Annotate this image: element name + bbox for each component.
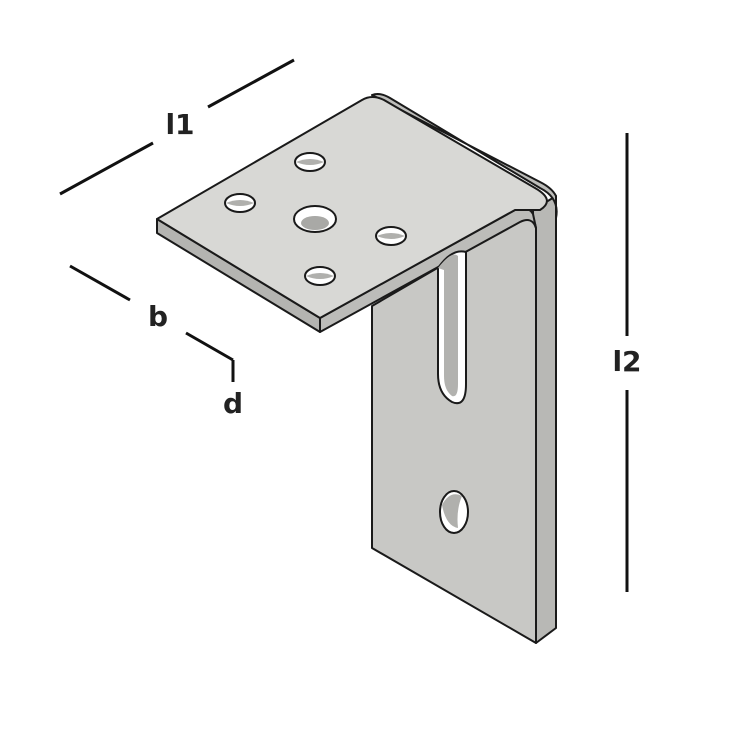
hole-top-left bbox=[224, 193, 256, 213]
dimension-b: b bbox=[69, 264, 234, 362]
angle-bracket bbox=[156, 93, 558, 644]
dimension-l1-line-right bbox=[207, 58, 295, 109]
vertical-hole bbox=[439, 490, 469, 534]
dimension-b-line-left bbox=[69, 264, 131, 302]
hole-top-front bbox=[304, 266, 336, 286]
dimension-l1-line-left bbox=[59, 141, 154, 196]
bend-outer bbox=[371, 93, 558, 219]
vertical-slot bbox=[437, 250, 467, 405]
dimension-b-line-right bbox=[185, 331, 234, 362]
dimension-d: d bbox=[223, 360, 243, 420]
top-holes bbox=[224, 152, 407, 286]
dimension-l2-label: l2 bbox=[612, 345, 641, 378]
hole-top-right bbox=[375, 226, 407, 246]
dimension-d-label: d bbox=[223, 387, 243, 420]
dimension-b-label: b bbox=[148, 300, 168, 333]
dimension-l1-label: l1 bbox=[165, 108, 194, 141]
horizontal-flange-top bbox=[156, 96, 548, 319]
dimension-l1: l1 bbox=[59, 58, 295, 196]
hole-top-center bbox=[293, 205, 337, 233]
dimension-l2: l2 bbox=[612, 133, 642, 592]
hole-top-back bbox=[294, 152, 326, 172]
